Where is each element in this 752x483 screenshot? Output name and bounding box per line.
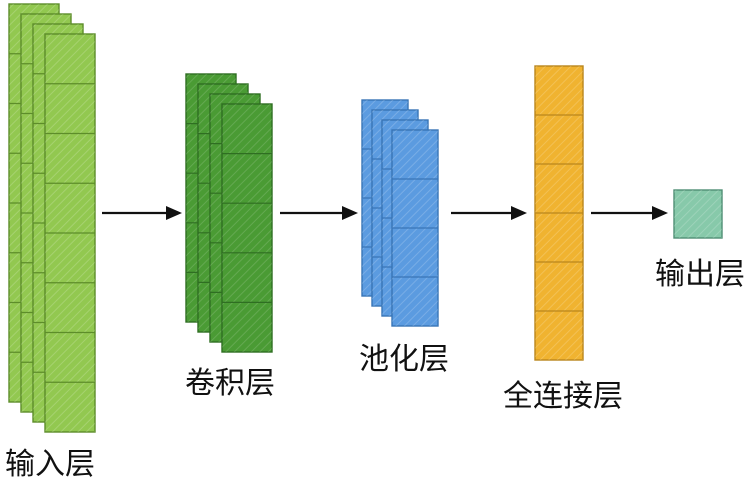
input-layer-stack [8,3,96,433]
conv-feature-map [221,103,273,353]
output-layer: 输出层 [655,189,745,292]
conv-layer-label: 卷积层 [185,366,275,401]
arrow-conv-to-pool [280,206,358,220]
pool-layer-label: 池化层 [359,342,449,377]
fc-layer-label: 全连接层 [503,379,623,414]
arrow-pool-to-fc [451,206,527,220]
output-layer-stack [673,189,723,239]
arrow-input-to-conv [102,206,182,220]
conv-layer-stack [185,73,273,353]
fc-layer: 全连接层 [503,65,623,414]
output-feature-map [673,189,723,239]
arrow-fc-to-output [591,206,668,220]
fc-layer-stack [534,65,584,361]
pool-layer-stack [361,99,439,327]
pool-feature-map [391,129,439,327]
output-layer-label: 输出层 [655,257,745,292]
input-layer: 输入层 [5,3,96,482]
input-layer-label: 输入层 [5,447,95,482]
pool-layer: 池化层 [359,99,449,377]
fc-feature-map [534,65,584,361]
conv-layer: 卷积层 [185,73,275,401]
input-feature-map [44,33,96,433]
